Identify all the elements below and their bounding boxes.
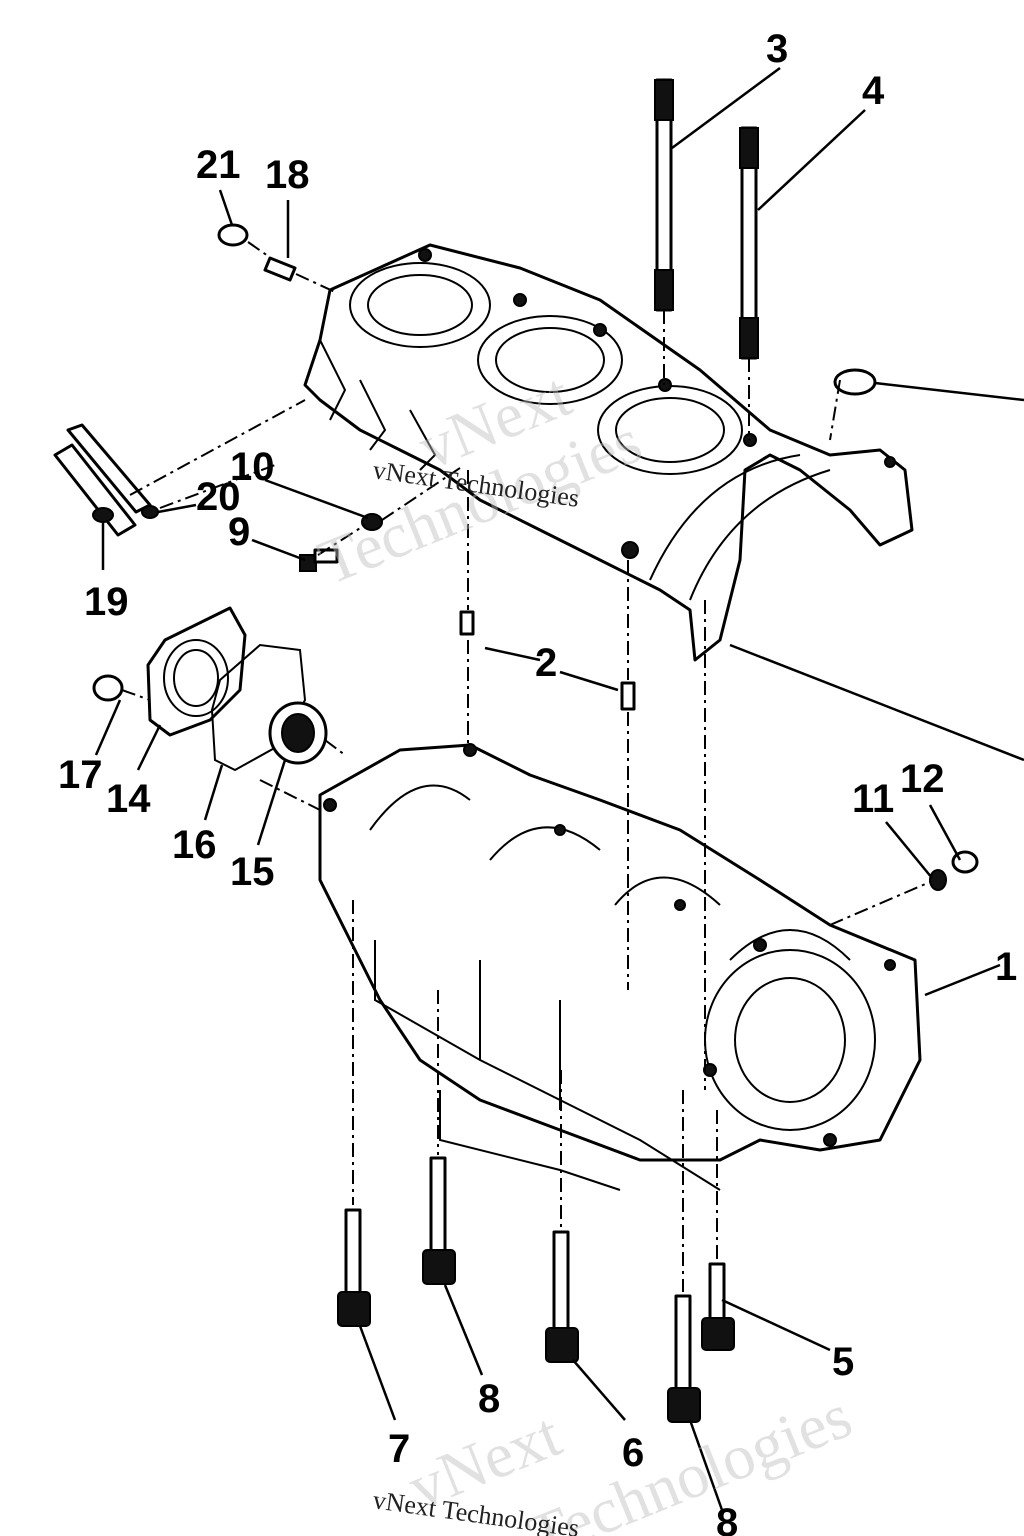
callout-8-upper: 8 bbox=[478, 1377, 500, 1421]
callout-8-lower: 8 bbox=[716, 1501, 738, 1536]
bolt-8-upper bbox=[422, 1156, 456, 1285]
callout-5: 5 bbox=[832, 1340, 854, 1384]
plug-17 bbox=[92, 674, 124, 702]
stud-4 bbox=[739, 126, 759, 360]
callout-6: 6 bbox=[622, 1431, 644, 1475]
cover-14 bbox=[146, 606, 247, 737]
assembly-lines bbox=[121, 241, 931, 1292]
callout-20: 20 bbox=[196, 475, 241, 519]
callout-14: 14 bbox=[106, 777, 151, 821]
plug-21 bbox=[217, 223, 249, 247]
dowel-pins-2 bbox=[459, 610, 636, 711]
callout-12: 12 bbox=[900, 757, 945, 801]
callout-9: 9 bbox=[228, 510, 250, 554]
bolt-7 bbox=[337, 1208, 371, 1327]
washer-11 bbox=[929, 869, 947, 891]
seal-15 bbox=[268, 701, 328, 765]
leader-lines bbox=[94, 66, 1024, 1511]
stud-3 bbox=[654, 78, 674, 312]
callout-10: 10 bbox=[230, 445, 275, 489]
callout-3: 3 bbox=[766, 27, 788, 71]
callout-16: 16 bbox=[172, 823, 217, 867]
callout-15: 15 bbox=[230, 850, 275, 894]
callout-18: 18 bbox=[265, 153, 310, 197]
callout-2: 2 bbox=[535, 641, 557, 685]
callout-7: 7 bbox=[388, 1427, 410, 1471]
bolt-6 bbox=[545, 1230, 579, 1363]
bolt-8-lower bbox=[667, 1294, 701, 1423]
callout-17: 17 bbox=[58, 753, 103, 797]
callout-4: 4 bbox=[862, 69, 885, 113]
bolt-5 bbox=[701, 1262, 735, 1351]
lower-crankcase bbox=[318, 743, 922, 1191]
upper-crankcase bbox=[303, 243, 914, 662]
seal-upper-right bbox=[833, 368, 877, 396]
callout-11: 11 bbox=[852, 777, 894, 821]
fitting-18 bbox=[263, 256, 297, 282]
callout-21: 21 bbox=[196, 143, 241, 187]
callout-1: 1 bbox=[995, 945, 1017, 989]
callout-labels: 3 4 1 2 5 6 7 8 8 9 10 11 12 14 15 16 17… bbox=[58, 27, 1017, 1536]
tube-fitting-19-20 bbox=[53, 423, 159, 537]
callout-19: 19 bbox=[84, 580, 129, 624]
watermark-bottom: vNext Technologies vNext Technologies bbox=[371, 1380, 861, 1536]
